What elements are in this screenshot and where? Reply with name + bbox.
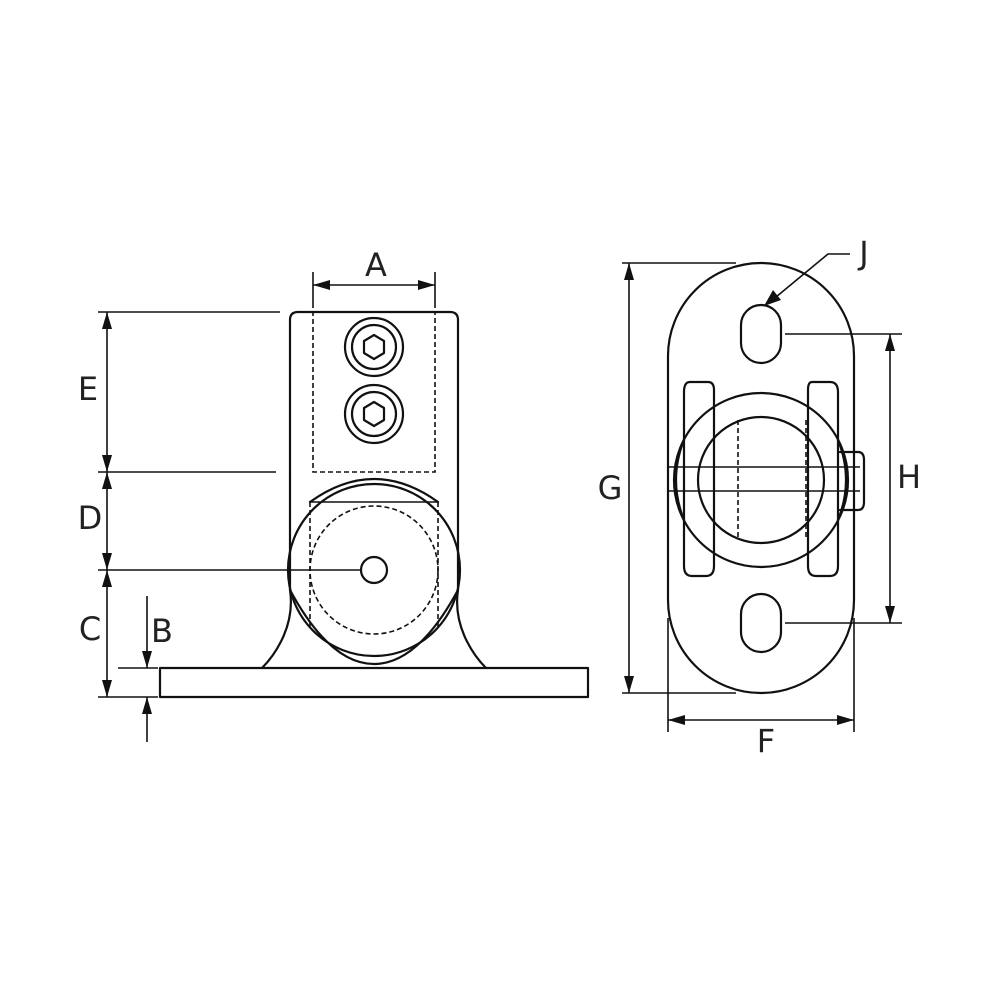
socket-body (288, 310, 460, 592)
set-screw-1 (343, 316, 405, 378)
mount-slot-bottom (739, 592, 783, 654)
side-view: A E D C (78, 246, 590, 742)
lug-left (682, 380, 716, 578)
hidden-bore (312, 311, 436, 473)
dimension-C (102, 570, 112, 697)
set-screw-2 (343, 383, 405, 445)
dimension-G (622, 262, 736, 694)
pivot-housing-right (456, 588, 488, 670)
socket-inner (696, 415, 826, 545)
pivot-housing (260, 474, 292, 670)
dimension-B (142, 596, 152, 742)
pin-head (838, 450, 866, 512)
base-outline (666, 261, 856, 695)
pivot-pin (359, 555, 389, 585)
mount-slot-top (739, 303, 783, 365)
housing-outline (674, 438, 848, 522)
label-F: F (757, 722, 775, 760)
leader-J (764, 253, 850, 306)
lower-arc (288, 588, 460, 666)
top-view: G H F J (598, 234, 921, 760)
label-A: A (365, 246, 387, 284)
label-H: H (897, 458, 921, 496)
socket-outer (672, 391, 850, 569)
base-plate (158, 666, 590, 699)
dimension-H (785, 333, 902, 624)
dimension-F (667, 618, 855, 732)
dimension-A (312, 272, 436, 308)
dimension-E (102, 312, 112, 472)
hidden-sides (309, 502, 439, 630)
label-E: E (78, 370, 98, 408)
knuckle-cap (308, 478, 440, 504)
lug-right (806, 380, 840, 578)
label-B: B (151, 612, 173, 650)
dimension-D (102, 472, 112, 570)
label-G: G (598, 469, 623, 507)
label-C: C (79, 610, 101, 648)
label-J: J (857, 234, 868, 272)
label-D: D (78, 499, 103, 537)
